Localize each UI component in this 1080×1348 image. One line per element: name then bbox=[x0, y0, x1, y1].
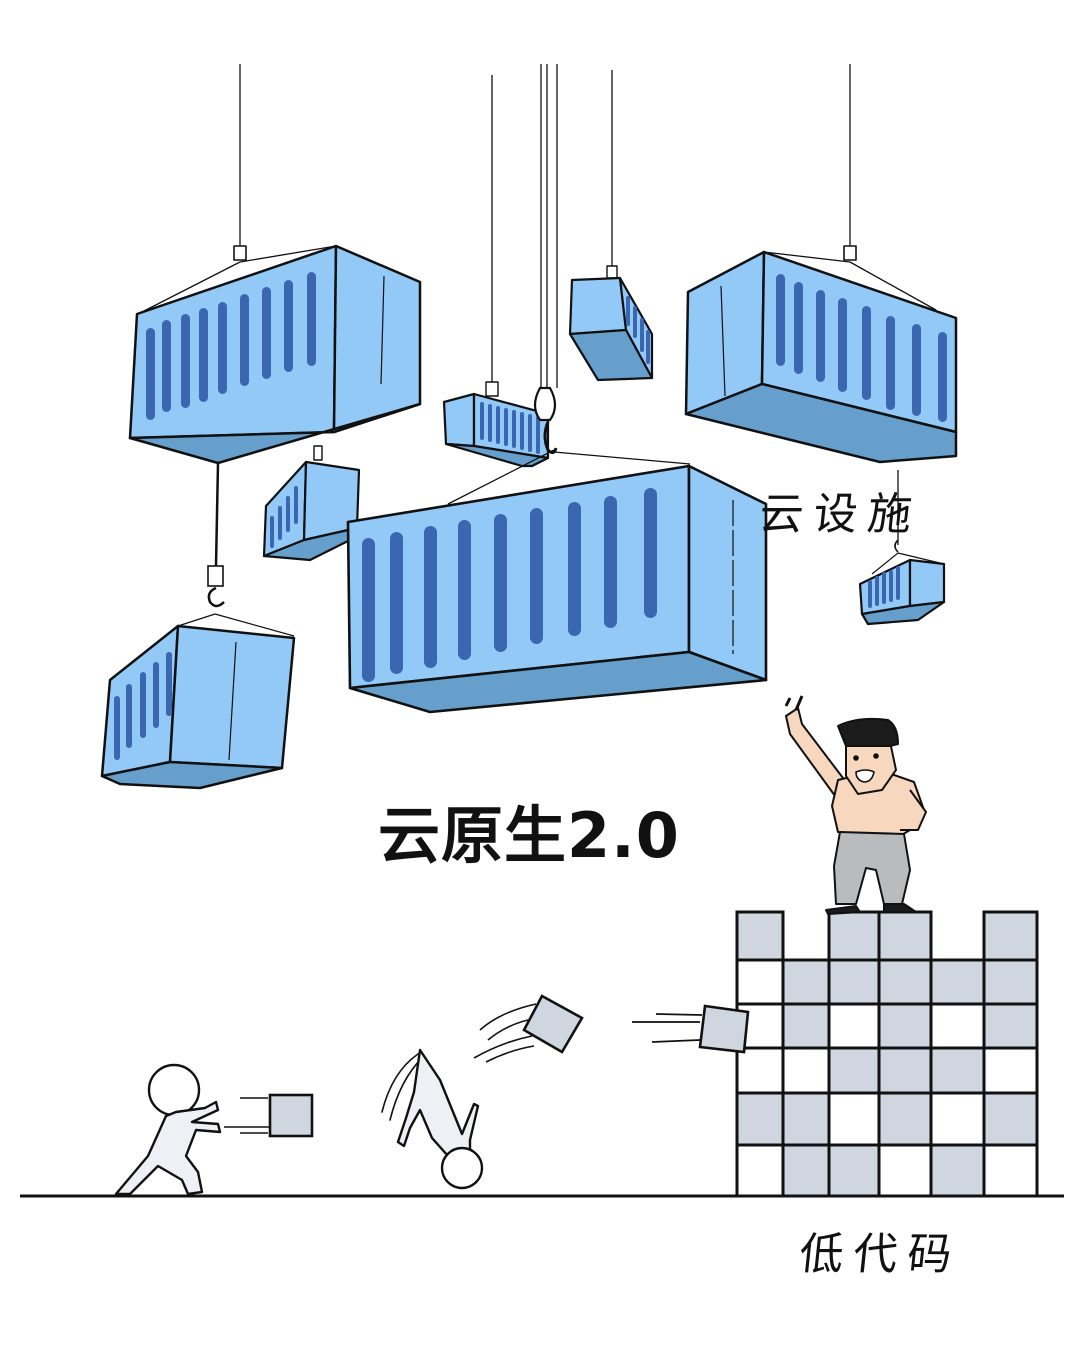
flying-block-left bbox=[224, 1093, 314, 1138]
title-cloud-native-2: 云原生2.0 bbox=[378, 799, 680, 872]
container-small-top-center bbox=[568, 265, 654, 382]
muscular-man-victory bbox=[784, 695, 927, 915]
flying-block-right bbox=[632, 1004, 750, 1054]
container-small-right bbox=[858, 539, 946, 626]
container-top-right bbox=[684, 245, 958, 464]
crane-cables bbox=[239, 64, 899, 545]
label-low-code: 低代码 bbox=[796, 1229, 965, 1280]
label-cloud-infrastructure: 云设施 bbox=[756, 489, 925, 540]
container-small-center bbox=[442, 381, 550, 468]
flying-block-middle bbox=[473, 994, 584, 1063]
container-top-left bbox=[128, 244, 422, 465]
stick-figure-flipping bbox=[381, 1048, 484, 1190]
container-bottom-left bbox=[100, 613, 296, 790]
container-small-middle-left bbox=[262, 445, 361, 562]
stick-figure-pushing bbox=[114, 1063, 222, 1196]
container-big-center bbox=[346, 464, 768, 714]
block-wall bbox=[735, 910, 1039, 1198]
crane-hook-center bbox=[447, 386, 691, 505]
crane-hook-bottom-left bbox=[207, 462, 225, 608]
